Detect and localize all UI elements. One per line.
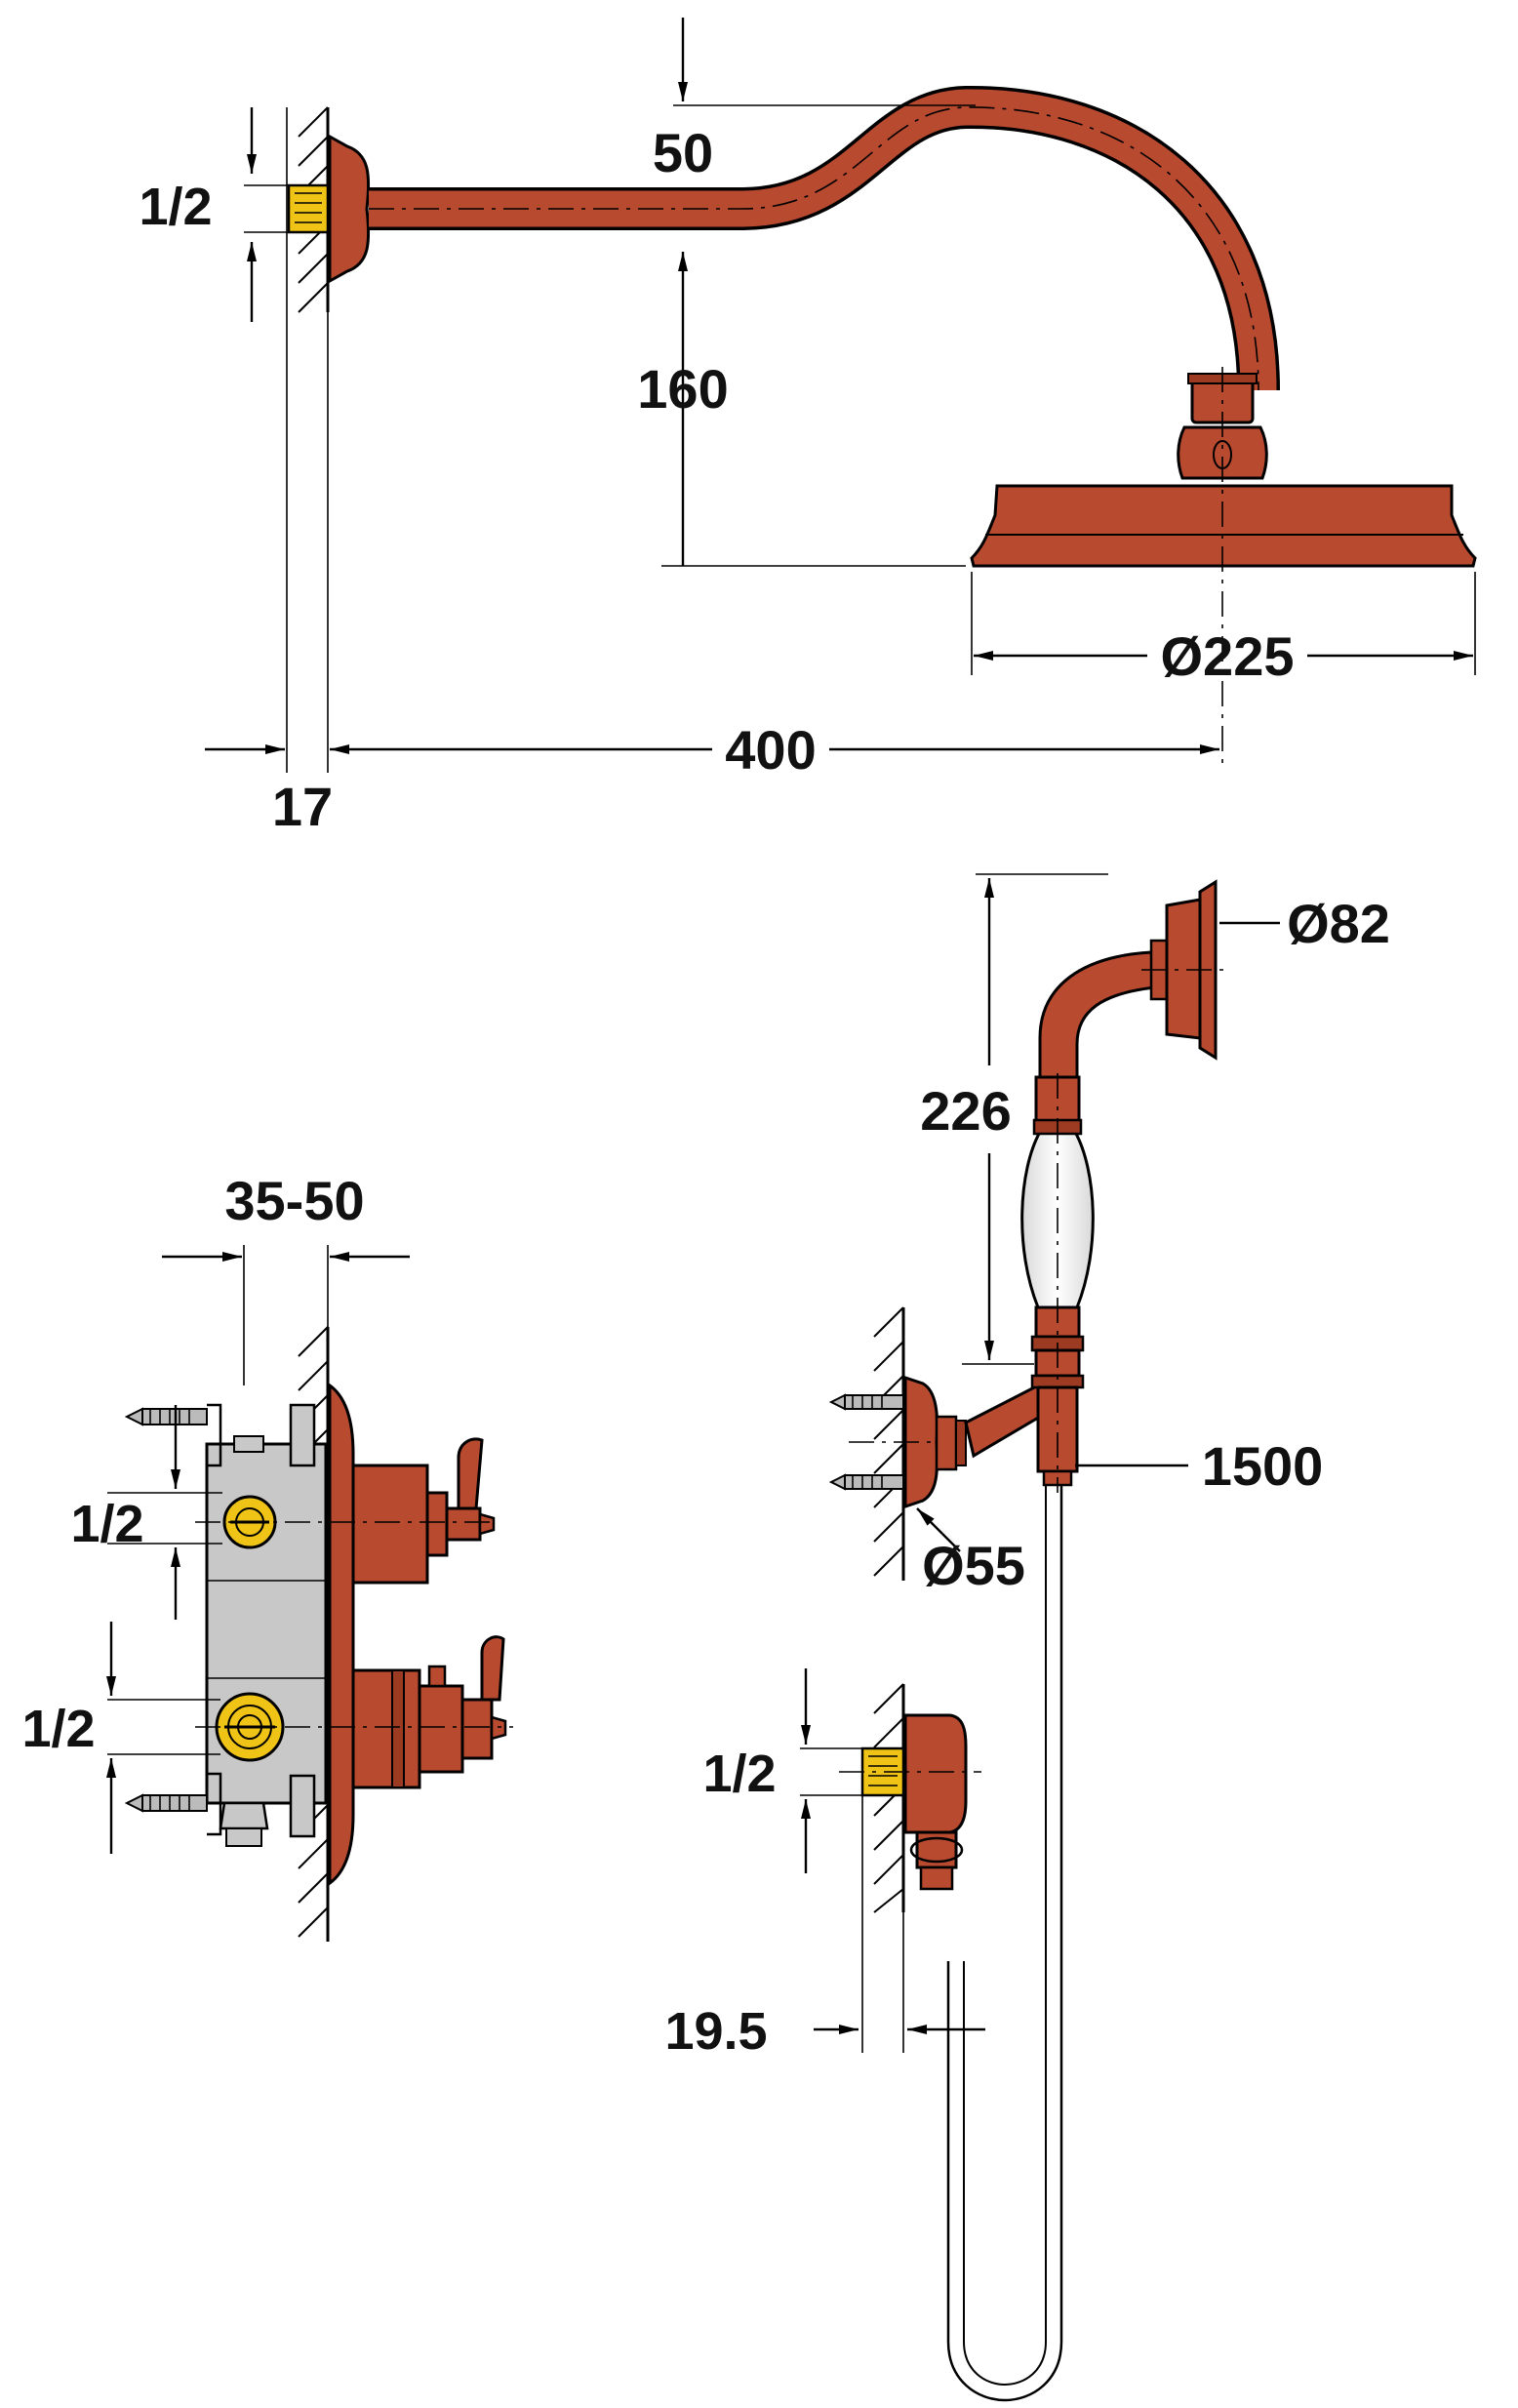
- mixer-inlet-lower-label: 1/2: [21, 1700, 95, 1758]
- hand-head-diameter-label: Ø82: [1287, 893, 1390, 954]
- arm-thread-label: 1/2: [139, 178, 212, 236]
- mixer-wall-depth-label: 35-50: [224, 1170, 364, 1231]
- shower-arm-view: 1/2 50 160 Ø225 400 17: [139, 18, 1477, 837]
- mounting-screw: [828, 1473, 904, 1491]
- shower-head: [970, 484, 1477, 568]
- mixer-cover-plate: [328, 1383, 355, 1886]
- hand-length-label: 226: [920, 1080, 1011, 1142]
- mixer-inlet-upper-label: 1/2: [70, 1495, 143, 1553]
- mounting-screw: [124, 1793, 208, 1813]
- outlet-depth-label: 19.5: [664, 2002, 767, 2061]
- arm-drop-top-label: 50: [653, 122, 713, 183]
- hand-shower-view: 226 Ø82 1500 Ø55: [828, 873, 1390, 2402]
- arm-projection-label: 400: [725, 719, 816, 781]
- hand-shower-head: [1165, 898, 1202, 1040]
- wall-flange: [328, 134, 371, 284]
- hose: [946, 1464, 1063, 2402]
- hose-length-label: 1500: [1202, 1435, 1324, 1497]
- arm-wall-offset-label: 17: [272, 776, 333, 837]
- hand-shower-neck: [1038, 950, 1157, 1079]
- mounting-screw: [124, 1407, 208, 1426]
- thermostat-handle: [351, 1635, 507, 1789]
- hand-shower-handle: [1020, 879, 1229, 1493]
- hatched-wall-icon: [873, 1683, 905, 1913]
- bracket-diameter-label: Ø55: [922, 1535, 1025, 1596]
- outlet-thread-label: 1/2: [702, 1745, 776, 1803]
- wall-outlet-view: 1/2 19.5: [664, 1668, 985, 2061]
- concealed-mixer-view: 35-50: [21, 1170, 513, 1942]
- outlet-body: [903, 1713, 968, 1834]
- arm-drop-label: 160: [637, 358, 728, 420]
- hatched-wall-icon: [873, 1306, 905, 1581]
- mounting-screw: [828, 1393, 904, 1411]
- ball-joint: [1177, 425, 1268, 480]
- head-diameter-label: Ø225: [1161, 625, 1295, 687]
- diverter-handle: [351, 1437, 496, 1585]
